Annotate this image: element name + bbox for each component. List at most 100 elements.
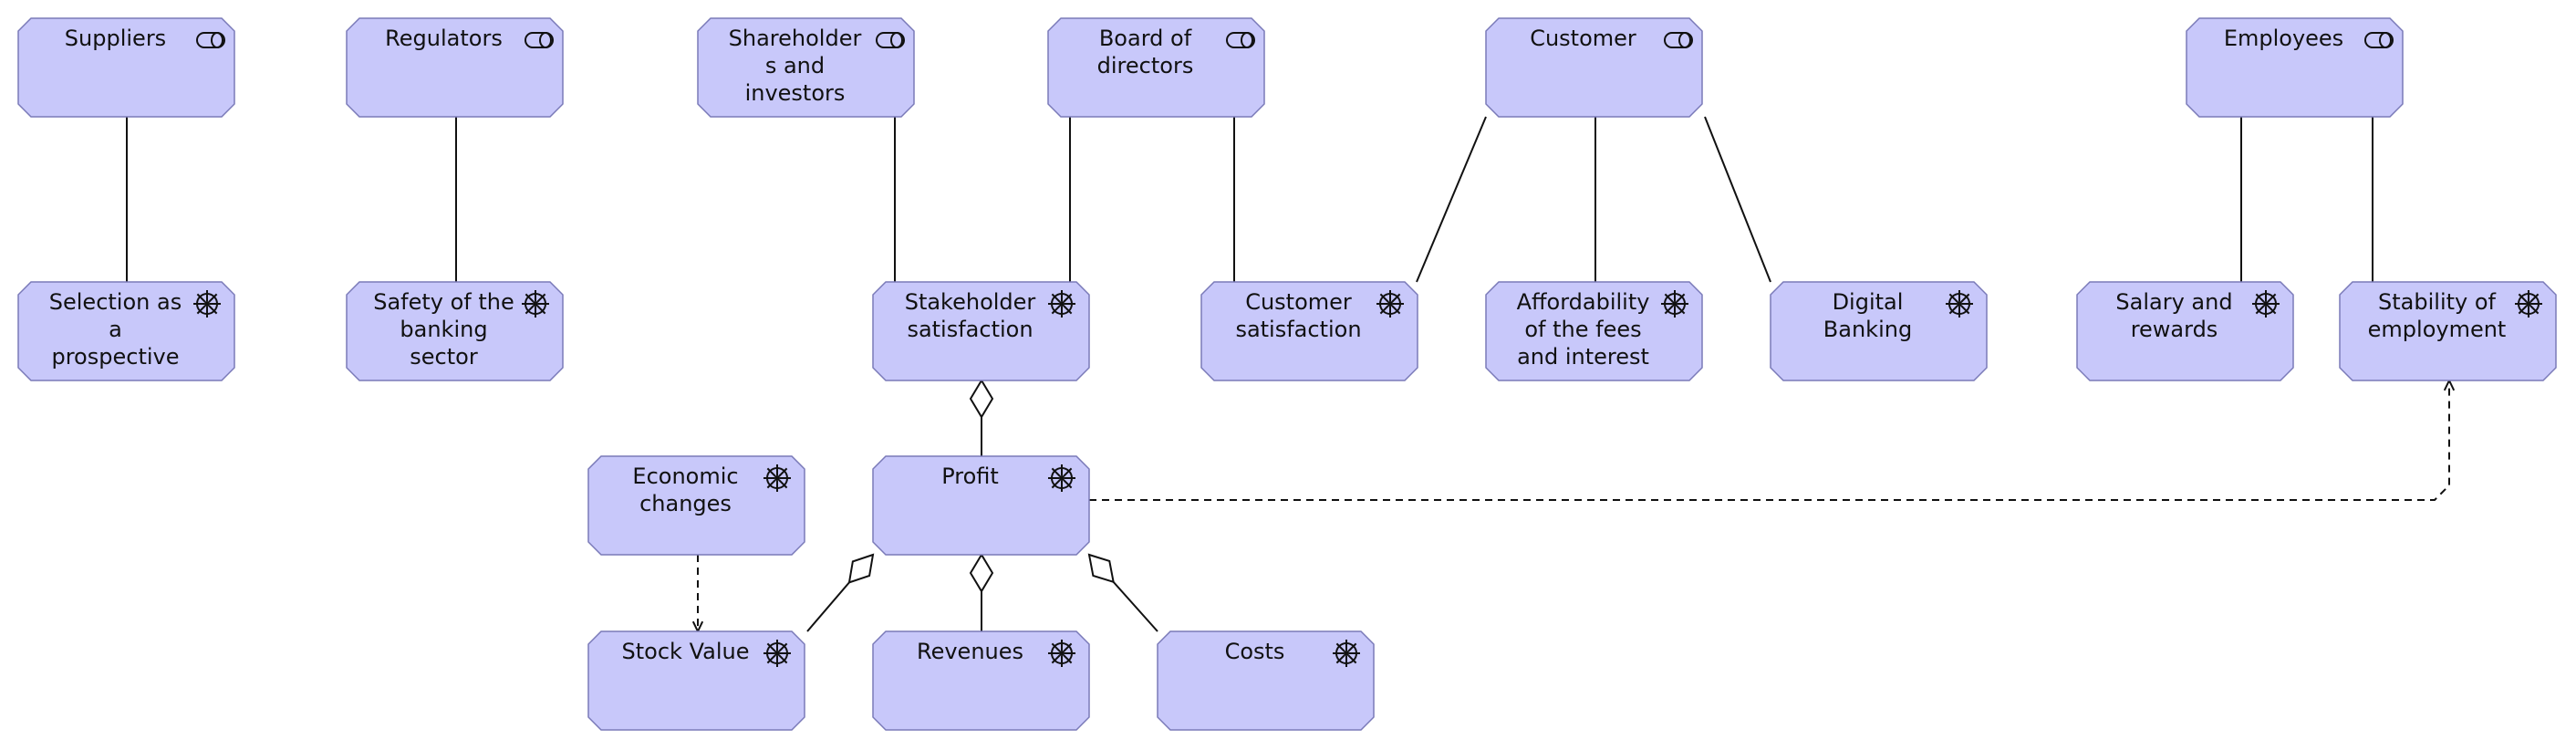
element-label: Regulators <box>385 26 503 51</box>
stakeholder-customer[interactable]: Customer <box>1485 17 1703 118</box>
stakeholder-employees[interactable]: Employees <box>2186 17 2404 118</box>
driver-icon <box>1048 290 1075 318</box>
aggregation-relation-profit-costs[interactable] <box>1087 553 1158 632</box>
element-label: directors <box>1097 53 1194 78</box>
driver-profit[interactable]: Profit <box>872 455 1090 556</box>
aggregation-diamond <box>969 553 994 593</box>
element-shape <box>2339 281 2557 381</box>
element-label: Customer <box>1245 289 1352 315</box>
element-label: Digital <box>1833 289 1904 315</box>
element-shape <box>1485 17 1703 118</box>
aggregation-relation-stakeholder-satisfaction-profit[interactable] <box>969 379 994 456</box>
stakeholder-icon <box>196 32 225 48</box>
element-label: Profit <box>941 464 999 489</box>
element-label: Affordability <box>1517 289 1650 315</box>
stakeholder-icon <box>2364 32 2394 48</box>
element-shape <box>17 281 235 381</box>
element-shape <box>2076 281 2294 381</box>
stakeholder-icon <box>1664 32 1693 48</box>
driver-costs[interactable]: Costs <box>1157 630 1375 731</box>
element-label: changes <box>639 491 732 516</box>
driver-icon <box>2252 290 2280 318</box>
influence-relation-profit-stability[interactable] <box>1089 378 2456 501</box>
element-label: a <box>109 317 122 342</box>
element-label: Revenues <box>917 639 1023 664</box>
element-shape <box>587 630 805 731</box>
element-label: Customer <box>1530 26 1636 51</box>
element-shape <box>1485 281 1703 381</box>
element-label: Selection as <box>49 289 182 315</box>
element-label: employment <box>2368 317 2507 342</box>
stakeholder-icon <box>525 32 554 48</box>
element-label: sector <box>410 344 478 370</box>
element-shape <box>872 281 1090 381</box>
driver-icon <box>193 290 221 318</box>
element-label: Salary and <box>2115 289 2232 315</box>
element-label: Costs <box>1225 639 1285 664</box>
association-relation-customer-customer-satisfaction[interactable] <box>1416 116 1487 283</box>
element-label: Board of <box>1099 26 1192 51</box>
element-shape <box>1047 17 1265 118</box>
aggregation-relation-profit-stock[interactable] <box>806 553 875 632</box>
element-label: Shareholder <box>729 26 862 51</box>
aggregation-relation-profit-revenues[interactable] <box>969 553 994 631</box>
aggregation-diamond <box>969 379 994 419</box>
element-label: s and <box>765 53 825 78</box>
element-label: Employees <box>2224 26 2343 51</box>
element-shape <box>1770 281 1988 381</box>
element-label: and interest <box>1517 344 1649 370</box>
stakeholder-icon <box>876 32 905 48</box>
driver-icon <box>763 640 791 667</box>
element-label: Economic <box>632 464 738 489</box>
element-label: Stock Value <box>622 639 750 664</box>
relation-line <box>1416 116 1487 283</box>
element-label: Safety of the <box>373 289 514 315</box>
element-label: Suppliers <box>65 26 166 51</box>
element-shape <box>346 17 564 118</box>
driver-icon <box>1376 290 1404 318</box>
element-shape <box>587 455 805 556</box>
element-shape <box>17 17 235 118</box>
element-label: Stability of <box>2378 289 2497 315</box>
driver-icon <box>1048 640 1075 667</box>
relations-layer <box>126 116 2456 634</box>
element-label: banking <box>400 317 487 342</box>
driver-icon <box>1661 290 1688 318</box>
element-shape <box>1200 281 1418 381</box>
aggregation-diamond <box>1087 553 1115 584</box>
element-label: Stakeholder <box>905 289 1036 315</box>
stakeholder-regulators[interactable]: Regulators <box>346 17 564 118</box>
driver-icon <box>2515 290 2542 318</box>
element-shape <box>1157 630 1375 731</box>
element-label: of the fees <box>1524 317 1641 342</box>
element-label: satisfaction <box>1235 317 1361 342</box>
relation-line <box>1089 380 2450 501</box>
stakeholder-suppliers[interactable]: Suppliers <box>17 17 235 118</box>
driver-icon <box>1946 290 1973 318</box>
influence-relation-economic-stock[interactable] <box>691 555 704 634</box>
driver-stock[interactable]: Stock Value <box>587 630 805 731</box>
relation-line <box>1704 116 1771 283</box>
element-label: satisfaction <box>907 317 1033 342</box>
driver-icon <box>763 464 791 492</box>
element-shape <box>346 281 564 381</box>
element-shape <box>872 630 1090 731</box>
driver-revenues[interactable]: Revenues <box>872 630 1090 731</box>
association-relation-customer-digital-banking[interactable] <box>1704 116 1771 283</box>
element-shape <box>872 455 1090 556</box>
aggregation-diamond <box>847 553 875 584</box>
element-label: prospective <box>51 344 179 370</box>
driver-icon <box>1048 464 1075 492</box>
